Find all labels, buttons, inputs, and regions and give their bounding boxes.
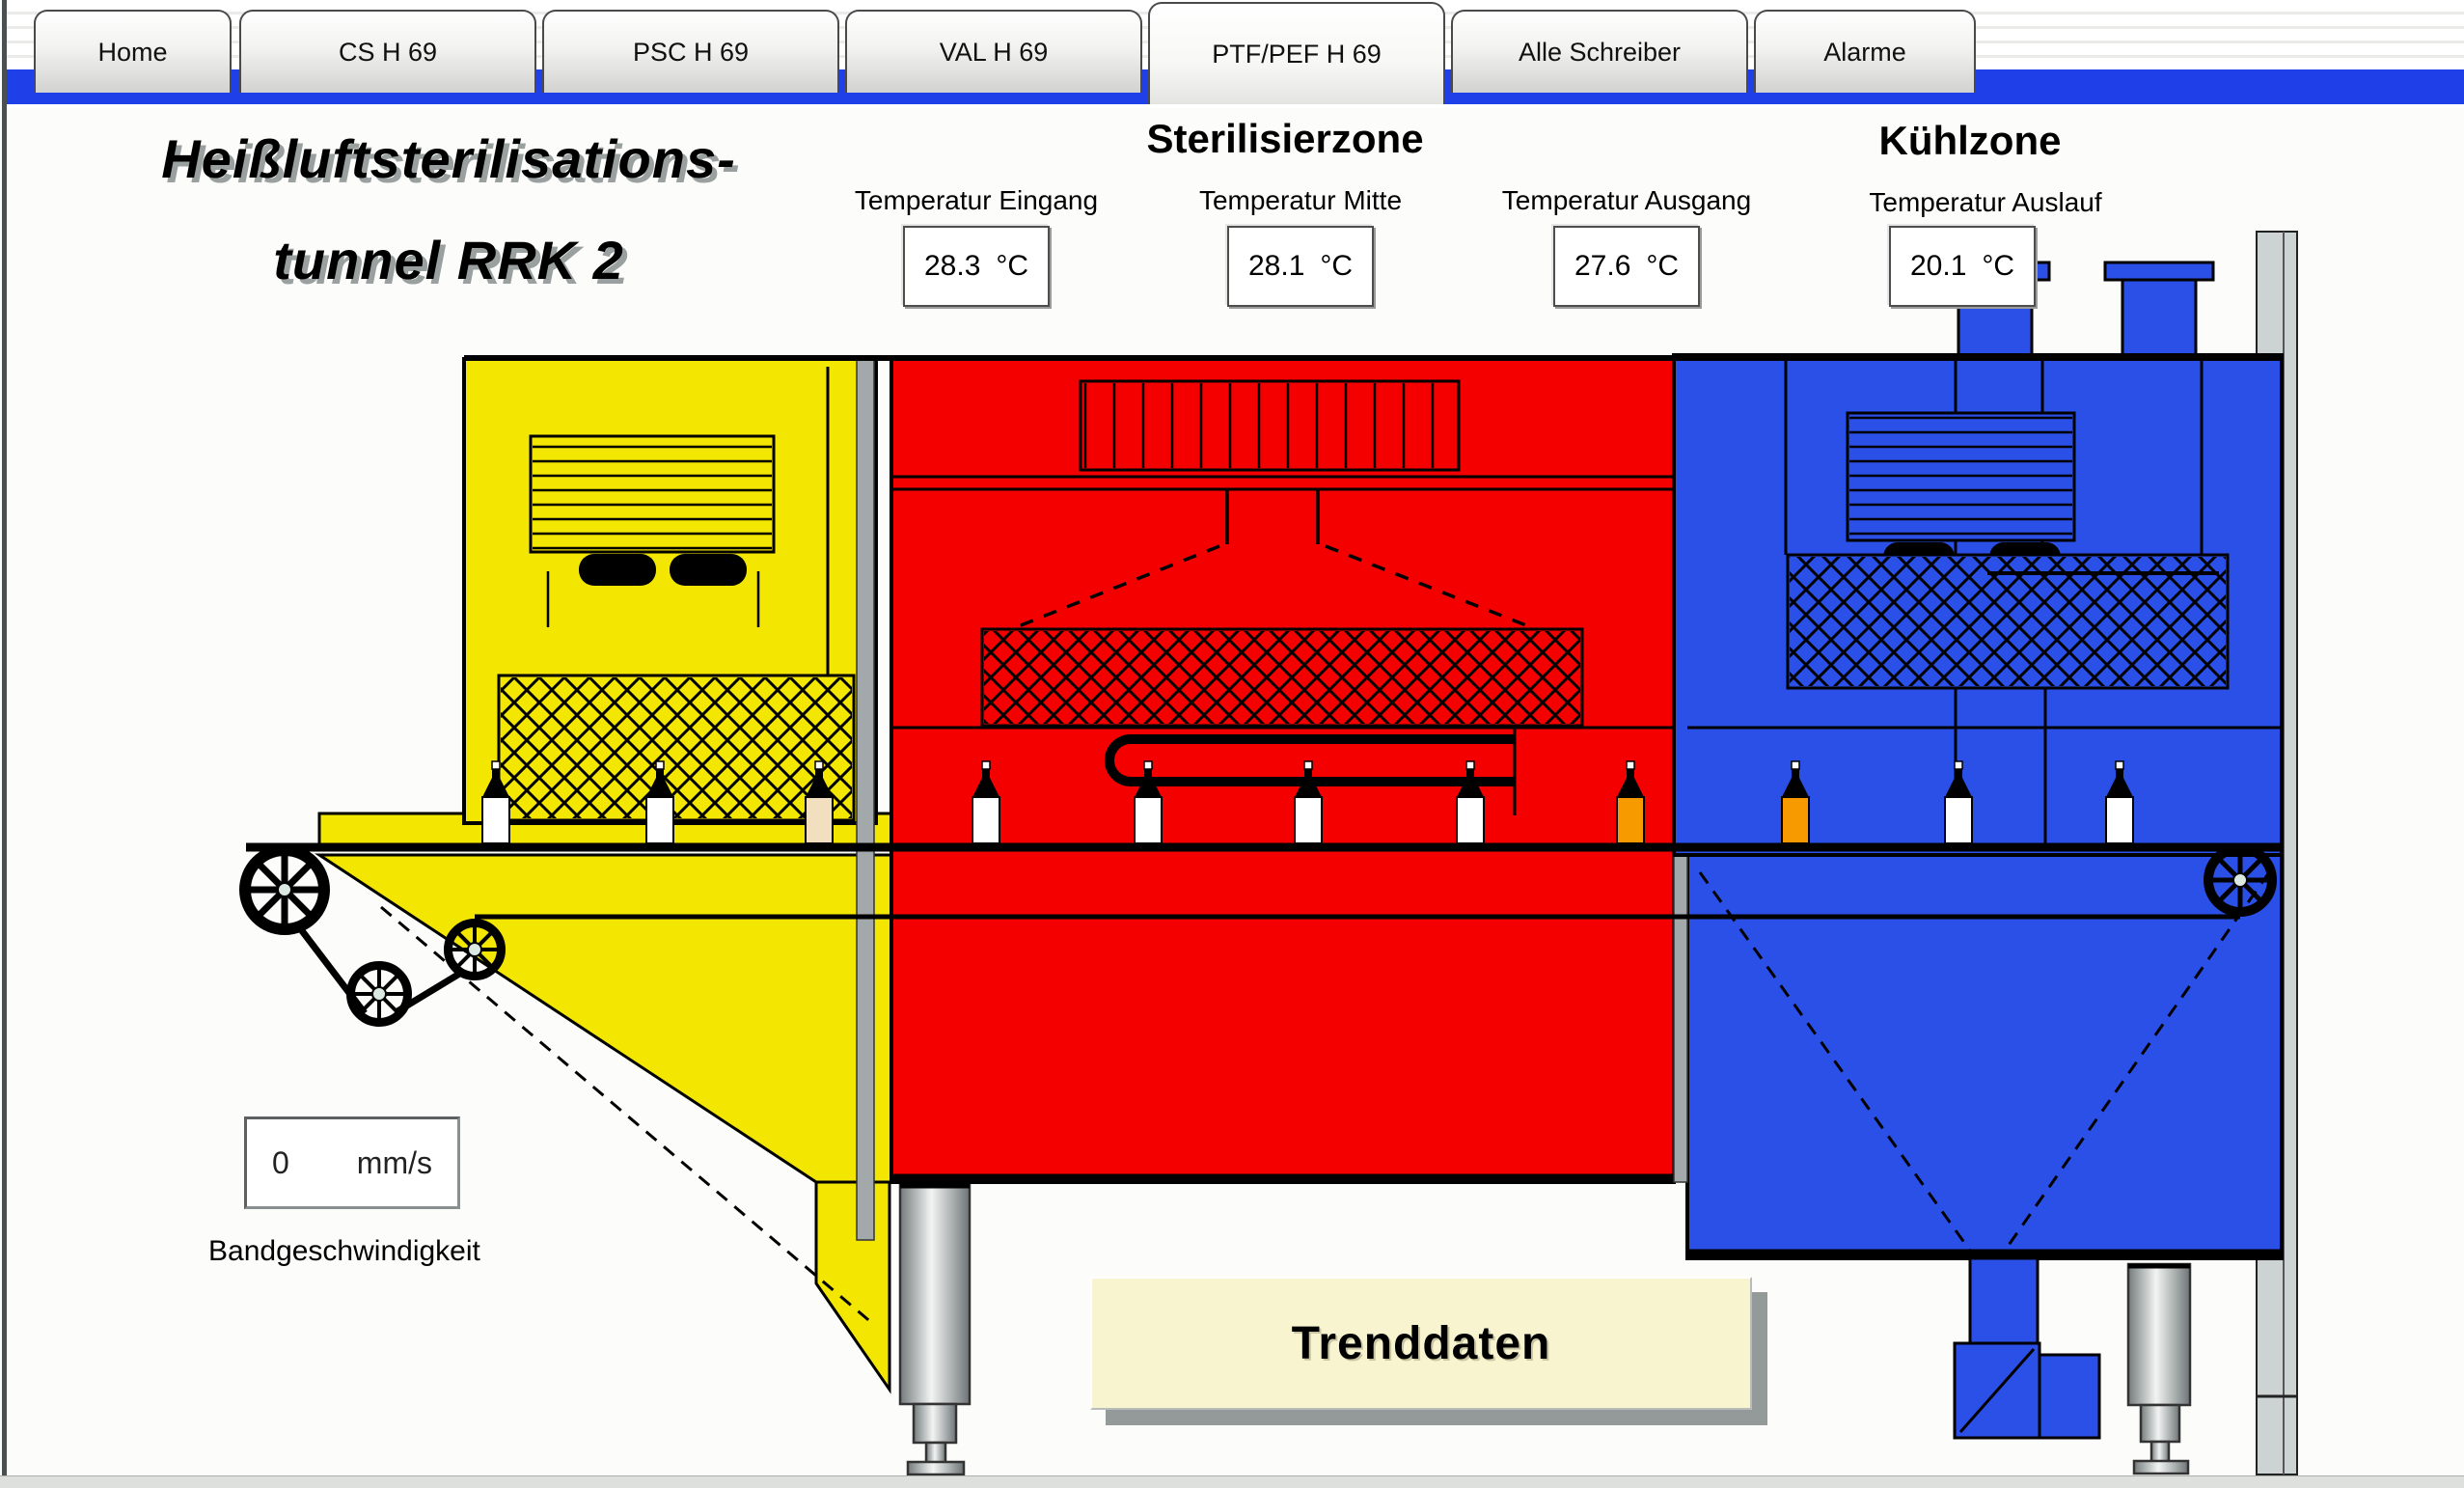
cool-zone [1672, 353, 2284, 857]
bottle [1781, 760, 1810, 844]
temp-mitte-value: 28.1 [1248, 250, 1305, 282]
bottle [1944, 760, 1973, 844]
page-title: Heißluftsterilisations- tunnel RRK 2 [58, 108, 839, 311]
temp-auslauf-value: 20.1 [1910, 250, 1967, 282]
belt-speed-unit: mm/s [356, 1144, 432, 1180]
pulley-wheel [239, 844, 330, 935]
bottle [481, 760, 510, 844]
label-temp-mitte: Temperatur Mitte [1198, 185, 1403, 215]
pulley-wheel [444, 919, 506, 980]
machine-leg-right [2126, 1262, 2192, 1475]
belt-speed-label: Bandgeschwindigkeit [208, 1235, 480, 1267]
page-title-line2: tunnel RRK 2 [273, 230, 624, 290]
bottle [1616, 760, 1645, 844]
window-left-border [2, 0, 7, 1488]
pulley-wheel [346, 961, 412, 1027]
zone-divider-infeed [856, 358, 875, 1241]
cool-zone-hopper [1685, 853, 2284, 1440]
bottle [805, 760, 834, 844]
window-bottom-edge [0, 1475, 2464, 1488]
trenddaten-button[interactable]: Trenddaten [1090, 1277, 1752, 1410]
belt-pulleys [239, 843, 2277, 1027]
bottle [1456, 760, 1485, 844]
tab-val-h-69[interactable]: VAL H 69 [845, 10, 1142, 93]
tab-home[interactable]: Home [34, 10, 232, 93]
sterilize-zone [890, 357, 1676, 1184]
bottle [645, 760, 674, 844]
machine-leg-left [898, 1182, 972, 1476]
tab-cs-h-69[interactable]: CS H 69 [239, 10, 536, 93]
pulley-wheel [2204, 843, 2277, 917]
tab-psc-h-69[interactable]: PSC H 69 [542, 10, 839, 93]
heading-kuehlzone: Kühlzone [1878, 118, 2062, 163]
temp-eingang-value: 28.3 [924, 250, 981, 282]
belt-speed-display: 0 mm/s [244, 1116, 460, 1209]
belt-speed-value: 0 [272, 1144, 289, 1180]
tab-ptf-pef-h-69[interactable]: PTF/PEF H 69 [1148, 2, 1445, 104]
bottle [972, 760, 1000, 844]
label-temp-auslauf: Temperatur Auslauf [1869, 187, 2102, 217]
display-temp-ausgang: 27.6 °C [1553, 226, 1700, 307]
display-temp-auslauf: 20.1 °C [1889, 226, 2036, 307]
bottle [2105, 760, 2134, 844]
label-temp-eingang: Temperatur Eingang [854, 185, 1099, 215]
bottle [1294, 760, 1323, 844]
temp-auslauf-unit: °C [1982, 250, 2014, 282]
display-temp-mitte: 28.1 °C [1227, 226, 1374, 307]
tab-alle-schreiber[interactable]: Alle Schreiber [1451, 10, 1748, 93]
page-title-line1: Heißluftsterilisations- [161, 128, 736, 189]
temp-ausgang-unit: °C [1646, 250, 1679, 282]
bottle-row [481, 760, 2134, 844]
display-temp-eingang: 28.3 °C [903, 226, 1050, 307]
bottle [1134, 760, 1163, 844]
temp-ausgang-value: 27.6 [1574, 250, 1631, 282]
temp-mitte-unit: °C [1320, 250, 1353, 282]
tab-alarme[interactable]: Alarme [1754, 10, 1976, 93]
temp-eingang-unit: °C [996, 250, 1028, 282]
cooling-chimneys [1939, 261, 2215, 361]
label-temp-ausgang: Temperatur Ausgang [1501, 185, 1752, 215]
heading-sterilisierzone: Sterilisierzone [1146, 116, 1424, 161]
